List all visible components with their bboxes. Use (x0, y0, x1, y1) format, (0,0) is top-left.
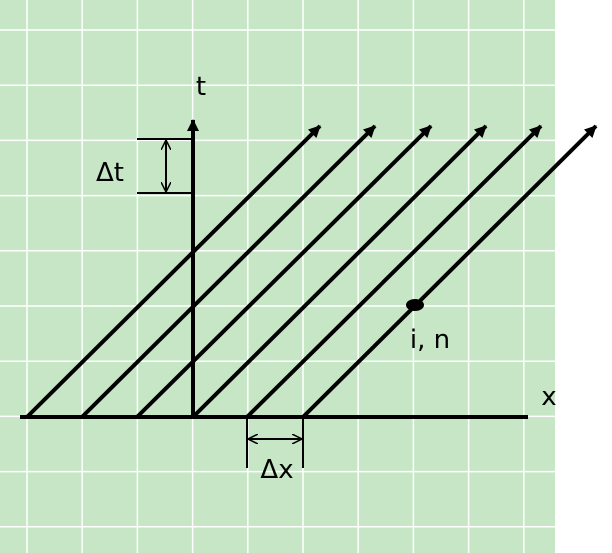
t-axis-label: t (196, 72, 206, 102)
characteristic-line-2 (80, 124, 377, 419)
characteristic-line-5 (245, 124, 543, 419)
point-label: i, n (410, 325, 450, 355)
x-axis-label: x (541, 382, 556, 412)
delta-x-dimension (246, 417, 304, 468)
delta-x-label: Δx (260, 455, 293, 485)
grid-point (406, 299, 424, 311)
characteristic-line-1 (25, 124, 322, 419)
characteristic-lines (25, 124, 598, 419)
grid (0, 0, 555, 553)
delta-t-label: Δt (96, 158, 124, 188)
characteristic-line-3 (135, 124, 433, 419)
delta-t-dimension (137, 138, 193, 194)
characteristic-line-6 (301, 124, 598, 419)
characteristic-line-4 (191, 124, 488, 419)
